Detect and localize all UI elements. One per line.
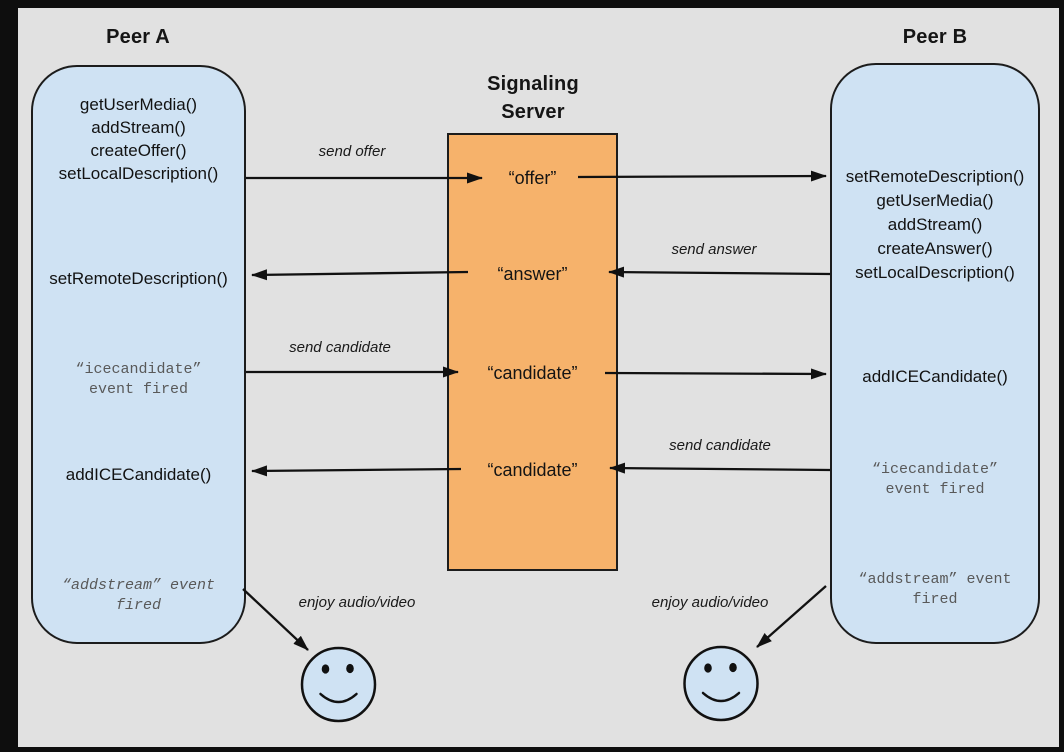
- server-message-offer: “offer”: [508, 168, 557, 188]
- peer-a-icecandidate-line2: event fired: [88, 381, 189, 398]
- peer-a-step: setLocalDescription(): [58, 164, 219, 183]
- peer-b-step: setRemoteDescription(): [845, 167, 1025, 186]
- peer-b-title: Peer B: [902, 26, 968, 48]
- peer-a-offer-steps: getUserMedia() addStream() createOffer()…: [33, 93, 244, 185]
- signaling-server-box: “offer” “answer” “candidate” “candidate”: [447, 133, 618, 571]
- peer-b-add-ice-candidate: addICECandidate(): [862, 367, 1008, 386]
- peer-b-addstream-event: “addstream” event fired: [832, 570, 1038, 610]
- server-message-candidate-1: “candidate”: [487, 363, 578, 383]
- send-candidate-label-right: send candidate: [669, 437, 771, 454]
- peer-a-addstream-event: “addstream” event fired: [33, 576, 244, 616]
- peer-b-icecandidate-line1: “icecandidate”: [871, 461, 999, 478]
- peer-a-addstream-line2: fired: [115, 597, 161, 614]
- server-message-candidate-2: “candidate”: [487, 460, 578, 480]
- peer-a-icecandidate-line1: “icecandidate”: [75, 361, 202, 378]
- enjoy-audio-video-label-right: enjoy audio/video: [651, 594, 769, 611]
- send-answer-label: send answer: [671, 241, 757, 258]
- peer-b-addstream-line2: fired: [912, 591, 958, 608]
- peer-b-step: getUserMedia(): [876, 191, 994, 210]
- signaling-server-title-line1: Signaling: [487, 73, 579, 95]
- peer-a-step: getUserMedia(): [79, 95, 198, 114]
- peer-b-addstream-line1: “addstream” event: [858, 571, 1012, 588]
- peer-b-icecandidate-event: “icecandidate” event fired: [832, 460, 1038, 500]
- enjoy-audio-video-label-left: enjoy audio/video: [298, 594, 416, 611]
- server-message-answer: “answer”: [497, 264, 568, 284]
- peer-a-title: Peer A: [106, 26, 170, 48]
- peer-b-answer-steps: setRemoteDescription() getUserMedia() ad…: [832, 165, 1038, 285]
- send-candidate-label-left: send candidate: [289, 339, 391, 356]
- peer-b-step: setLocalDescription(): [855, 263, 1015, 282]
- peer-b-step: addStream(): [887, 215, 983, 234]
- peer-b-box: setRemoteDescription() getUserMedia() ad…: [830, 63, 1040, 644]
- signaling-server-title: Signaling Server: [453, 70, 613, 126]
- peer-b-step: createAnswer(): [877, 239, 993, 258]
- peer-b-icecandidate-line2: event fired: [885, 481, 985, 498]
- peer-a-step: addStream(): [91, 118, 186, 137]
- peer-a-icecandidate-event: “icecandidate” event fired: [33, 360, 244, 400]
- send-offer-label: send offer: [318, 143, 386, 160]
- peer-a-addstream-line1: “addstream” event: [61, 577, 216, 594]
- peer-a-step: createOffer(): [90, 141, 187, 160]
- peer-a-box: getUserMedia() addStream() createOffer()…: [31, 65, 246, 644]
- signaling-server-title-line2: Server: [501, 101, 565, 123]
- peer-a-add-ice-candidate: addICECandidate(): [65, 465, 212, 484]
- peer-a-set-remote-description: setRemoteDescription(): [49, 269, 228, 288]
